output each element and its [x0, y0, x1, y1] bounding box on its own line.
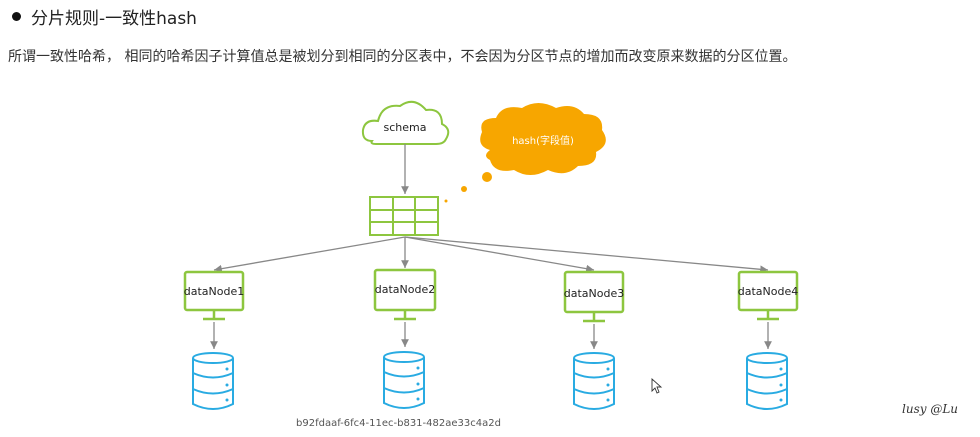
data-node-2: dataNode2 — [373, 268, 437, 409]
table-to-node4-arrow — [404, 236, 769, 274]
hash-label: hash(字段值) — [512, 134, 574, 147]
node-label-2: dataNode2 — [375, 283, 435, 296]
image-id-text: b92fdaaf-6fc4-11ec-b831-482ae33c4a2d — [296, 418, 501, 429]
data-node-4: dataNode4 — [737, 270, 799, 410]
database-icon — [573, 352, 615, 410]
schema-label: schema — [384, 121, 427, 134]
database-icon — [746, 352, 788, 410]
page-title: 分片规则-一致性hash — [31, 9, 197, 29]
database-icon — [192, 352, 234, 410]
database-icon — [383, 351, 425, 409]
author-signature: lusy @Lu — [902, 402, 959, 416]
hash-thought-cloud-icon: hash(字段值) — [444, 103, 606, 203]
shard-table-icon — [369, 196, 439, 236]
description-text: 所谓一致性哈希， 相同的哈希因子计算值总是被划分到相同的分区表中，不会因为分区节… — [8, 49, 797, 65]
node-label-3: dataNode3 — [564, 287, 624, 300]
mouse-cursor-icon — [651, 377, 663, 394]
bullet-icon — [12, 12, 21, 21]
table-to-node3-arrow — [404, 236, 595, 273]
data-node-3: dataNode3 — [563, 270, 625, 410]
node-label-1: dataNode1 — [184, 285, 244, 298]
heading: 分片规则-一致性hash — [12, 4, 197, 29]
table-to-node1-arrow — [213, 236, 406, 273]
data-node-1: dataNode1 — [183, 270, 245, 410]
schema-cloud-icon: schema — [361, 100, 450, 145]
node-label-4: dataNode4 — [738, 285, 798, 298]
